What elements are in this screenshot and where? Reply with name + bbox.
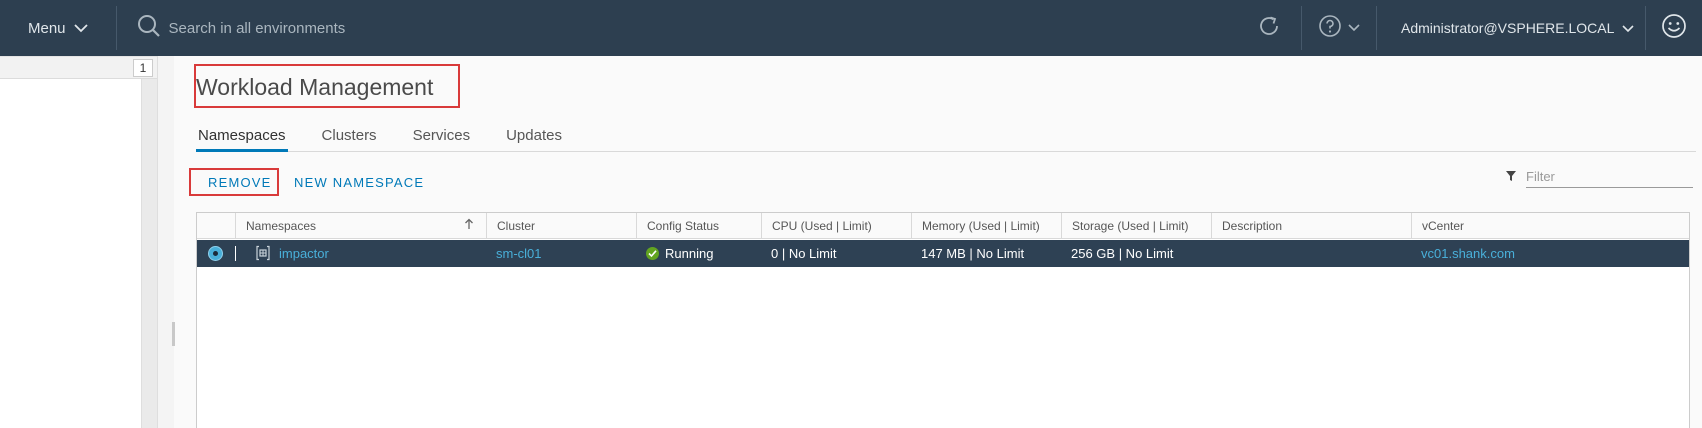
sort-ascending-icon[interactable] [464,213,474,239]
menu-label: Menu [28,19,66,37]
tab-services[interactable]: Services [412,127,471,144]
column-header-namespaces[interactable]: Namespaces [235,213,486,239]
config-status-text: Running [665,246,714,261]
filter-icon [1506,168,1516,186]
divider [1301,6,1302,50]
user-name: Administrator@VSPHERE.LOCAL [1401,20,1615,36]
count-badge: 1 [133,59,153,77]
description [1211,240,1221,267]
divider [1645,6,1646,50]
check-circle-icon [646,247,659,260]
tab-bar: Namespaces Clusters Services Updates [196,124,1696,152]
inventory-scrollbar[interactable] [141,79,157,428]
pane-splitter[interactable] [157,56,175,428]
column-header-vcenter[interactable]: vCenter [1411,213,1689,239]
tab-namespaces[interactable]: Namespaces [196,124,288,152]
tab-clusters[interactable]: Clusters [321,127,377,144]
inventory-header: 1 [0,56,157,79]
column-header-cpu[interactable]: CPU (Used | Limit) [761,213,911,239]
tab-updates[interactable]: Updates [506,127,562,144]
menu-button[interactable]: Menu [0,0,116,56]
inventory-pane: 1 [0,56,157,428]
table-row[interactable]: impactor sm-cl01 Running 0 | No Limit 14… [197,240,1689,267]
namespace-name: impactor [279,246,329,261]
cpu-usage: 0 | No Limit [771,246,837,261]
new-namespace-button[interactable]: NEW NAMESPACE [294,175,425,190]
top-nav-bar: Menu Administrator@VSPHERE.LOCAL [0,0,1702,56]
feedback-button[interactable] [1646,0,1702,56]
smiley-icon [1661,13,1687,44]
filter-input[interactable] [1526,166,1693,188]
search-icon [137,14,161,43]
divider [1376,6,1377,50]
global-search[interactable] [117,0,1237,56]
search-input[interactable] [168,19,769,37]
remove-highlight-box [189,168,279,196]
user-menu-button[interactable]: Administrator@VSPHERE.LOCAL [1377,0,1645,56]
chevron-down-icon [73,20,88,37]
select-column-header [197,213,235,239]
divider [235,246,236,261]
config-status: Running [636,240,713,267]
column-header-config-status[interactable]: Config Status [636,213,761,239]
cluster-link[interactable]: sm-cl01 [496,246,542,261]
grid-header: Namespaces Cluster Config Status CPU (Us… [197,213,1689,239]
row-select-radio[interactable] [208,246,223,261]
namespace-link[interactable]: impactor [245,240,329,267]
splitter-grip-icon[interactable] [172,322,175,346]
help-icon [1318,14,1342,43]
storage-usage: 256 GB | No Limit [1071,246,1174,261]
chevron-down-icon [1622,20,1634,36]
refresh-icon [1257,14,1281,43]
remove-button[interactable]: REMOVE [208,175,272,190]
chevron-down-icon [1348,19,1360,37]
filter-control [1506,166,1693,188]
divider [115,6,117,50]
column-label: Namespaces [246,219,317,233]
namespace-icon [255,243,271,270]
column-header-storage[interactable]: Storage (Used | Limit) [1061,213,1211,239]
help-menu-button[interactable] [1302,0,1376,56]
column-header-description[interactable]: Description [1211,213,1411,239]
page-title: Workload Management [196,74,434,100]
vcenter-link[interactable]: vc01.shank.com [1421,246,1515,261]
column-header-cluster[interactable]: Cluster [486,213,636,239]
refresh-button[interactable] [1237,0,1301,56]
column-header-memory[interactable]: Memory (Used | Limit) [911,213,1061,239]
title-highlight-box [194,64,460,108]
namespaces-grid: Namespaces Cluster Config Status CPU (Us… [196,212,1690,428]
memory-usage: 147 MB | No Limit [921,246,1025,261]
